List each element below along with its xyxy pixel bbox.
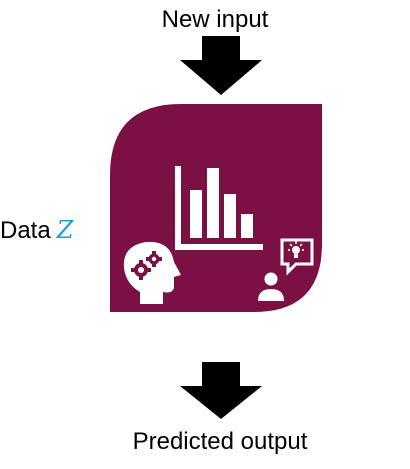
bar-chart-icon (175, 166, 263, 250)
down-arrow-bottom (180, 362, 262, 419)
data-variable: Z (56, 216, 74, 244)
down-arrow-top (180, 36, 262, 95)
head-gears-icon (123, 241, 181, 304)
new-input-label: New input (161, 6, 269, 33)
predicted-output-label: Predicted output (132, 428, 308, 455)
data-prefix: Data (0, 217, 51, 244)
person-idea-icon (258, 238, 314, 301)
